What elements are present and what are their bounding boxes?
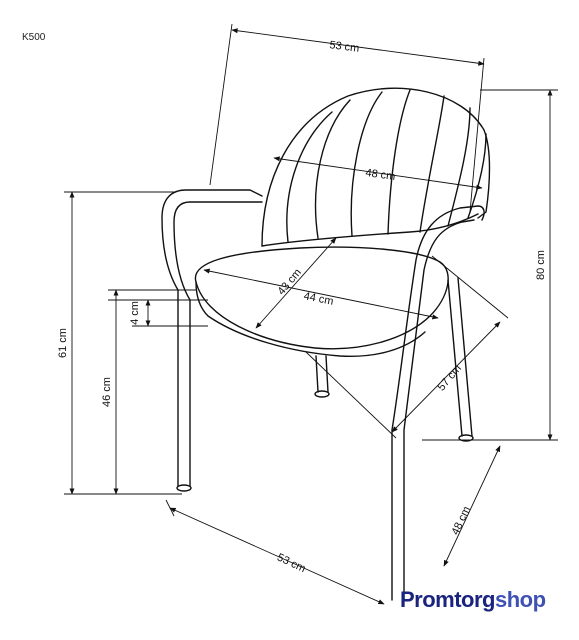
- right-back-leg: [447, 277, 473, 437]
- left-foot: [176, 484, 192, 492]
- left-armrest-inner: [173, 201, 263, 487]
- dim-top-width: 53 cm: [329, 39, 360, 55]
- dim-diagonal-depth: 57 cm: [435, 363, 463, 394]
- right-armrest-inner: [403, 219, 475, 601]
- dimension-labels: 53 cm 48 cm 80 cm 43 cm 44 cm 4 cm 61 cm…: [57, 39, 547, 575]
- brand-part1: Promtorg: [400, 587, 496, 612]
- dim-cushion: 4 cm: [129, 301, 141, 325]
- dimension-lines: [64, 23, 558, 605]
- left-back-leg: [315, 355, 329, 393]
- left-back-foot: [314, 390, 330, 398]
- right-armrest: [391, 205, 485, 601]
- seat-side: [195, 281, 426, 357]
- dim-armrest-height: 61 cm: [57, 328, 69, 358]
- dim-seat-width: 44 cm: [303, 290, 335, 307]
- dim-back-width: 48 cm: [365, 167, 396, 183]
- dim-seat-height: 46 cm: [101, 377, 113, 407]
- right-back-foot: [458, 434, 474, 442]
- brand-part2: shop: [495, 587, 546, 612]
- backrest-channels: [286, 89, 487, 243]
- dim-bottom-depth: 48 cm: [450, 505, 474, 537]
- left-armrest: [161, 189, 263, 487]
- model-code: K500: [22, 32, 46, 43]
- dim-bottom-width: 53 cm: [275, 552, 307, 576]
- brand-logo[interactable]: Promtorgshop: [400, 587, 546, 613]
- dim-total-height: 80 cm: [535, 250, 547, 280]
- dim-seat-depth: 43 cm: [275, 267, 303, 298]
- chair-outline: [161, 87, 491, 601]
